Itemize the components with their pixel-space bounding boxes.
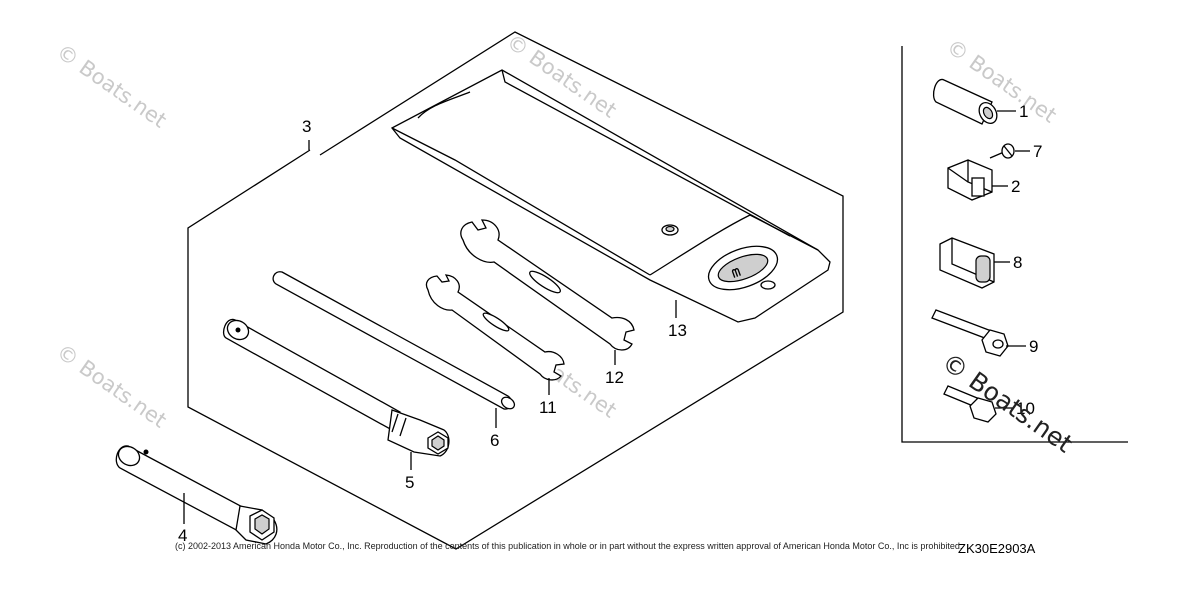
sleeve-1: [932, 78, 998, 125]
side-panel-bracket: [901, 46, 1128, 443]
callout-8: 8: [1013, 253, 1022, 272]
clip-2: [947, 159, 993, 201]
wrench-11: [425, 274, 565, 381]
callout-3: 3: [302, 117, 311, 136]
bag-logo-text: ᗰ: [730, 266, 742, 281]
callout-12: 12: [605, 368, 624, 387]
kit-outline: [187, 31, 844, 550]
rod-6: [272, 271, 516, 410]
callout-1: 1: [1019, 102, 1028, 121]
callout-9: 9: [1029, 337, 1038, 356]
socket-wrench-5: [222, 318, 450, 457]
grommet-8: [939, 237, 995, 289]
screw-7: [989, 143, 1015, 159]
watermark: © Boats.net: [52, 39, 171, 132]
callout-5: 5: [405, 473, 414, 492]
diagram-code: ZK30E2903A: [958, 541, 1036, 556]
watermark: © Boats.net: [52, 339, 171, 432]
callout-6: 6: [490, 431, 499, 450]
callout-7: 7: [1033, 142, 1042, 161]
callout-2: 2: [1011, 177, 1020, 196]
callout-13: 13: [668, 321, 687, 340]
watermark-layer: © Boats.net © Boats.net © Boats.net © Bo…: [52, 29, 1061, 432]
tool-bag: ᗰ: [391, 69, 831, 323]
bolt-10: [943, 385, 997, 423]
box-socket-4: [115, 445, 278, 545]
callout-11: 11: [539, 398, 557, 417]
copyright-notice: (c) 2002-2013 American Honda Motor Co., …: [175, 541, 962, 551]
bolt-9: [931, 309, 1009, 357]
wrench-12: [460, 219, 635, 351]
callout-4: 4: [178, 526, 187, 545]
callout-10: 10: [1016, 399, 1035, 418]
